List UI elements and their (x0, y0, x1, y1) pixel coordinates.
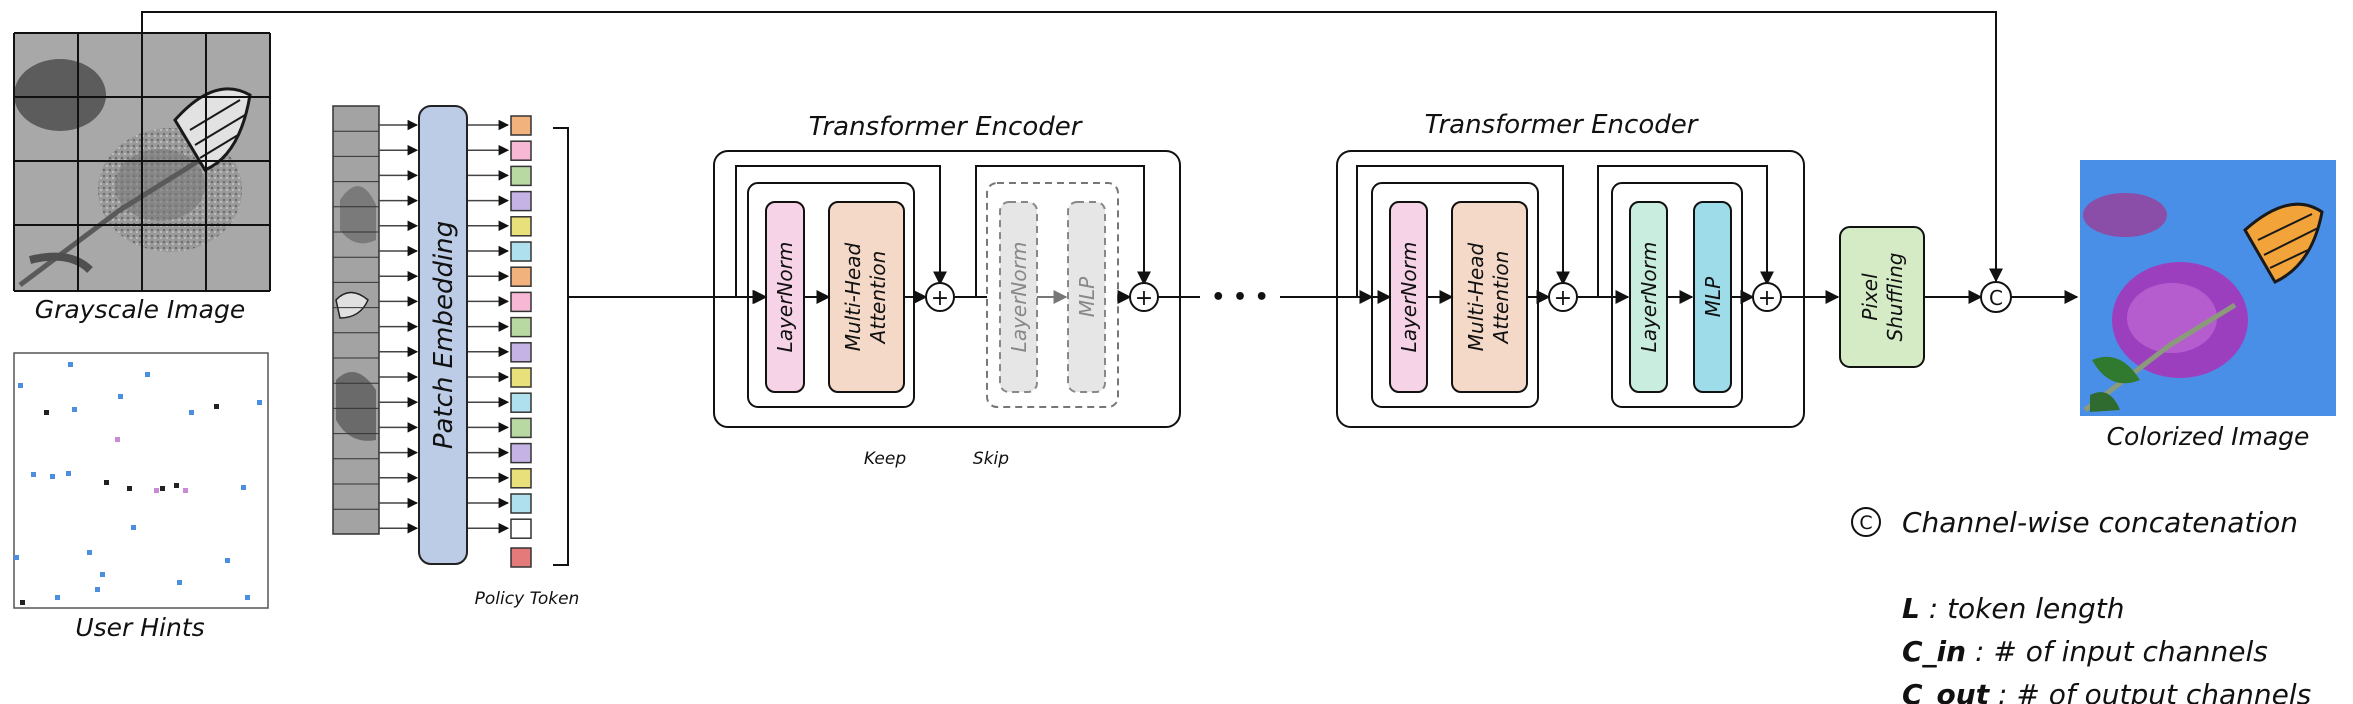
token (510, 468, 532, 489)
token (510, 115, 532, 136)
encoder-1-residual-1 (735, 165, 947, 297)
token (510, 417, 532, 439)
encoder-1-ln2-label: LayerNorm (1007, 242, 1031, 353)
encoder-1-title: Transformer Encoder (809, 112, 1084, 142)
user-hints-image (13, 352, 269, 609)
encoder-1-mha-label-1: Multi-Head (841, 243, 865, 352)
token (510, 367, 532, 388)
encoder-2-mlp-label: MLP (1701, 276, 1725, 317)
patch-embedding-label: Patch Embedding (429, 221, 459, 449)
grayscale-skip-connection (141, 11, 2003, 283)
token (510, 291, 532, 313)
token (510, 518, 532, 539)
token (510, 190, 532, 212)
encoder-1-layernorm-skipped (999, 201, 1038, 393)
encoder-2-residual-1 (1356, 165, 1570, 297)
token-bracket (553, 127, 569, 566)
token (510, 442, 532, 464)
pixel-shuffle-label-2: Shuffling (1883, 253, 1907, 342)
encoder-2-mha-label-2: Attention (1489, 251, 1513, 346)
encoder-2-title: Transformer Encoder (1425, 110, 1700, 140)
encoder-2-add-2-symbol: + (1758, 286, 1776, 311)
pixel-shuffle-block (1839, 226, 1925, 368)
keep-label: Keep (864, 449, 906, 469)
token (510, 392, 532, 413)
legend-item: C_in : # of input channels (1902, 635, 2268, 668)
concat-symbol-letter: C (1989, 286, 2003, 310)
encoder-1-residual-2 (975, 165, 1151, 297)
token (510, 342, 532, 363)
legend-item-desc: : token length (1920, 592, 2125, 625)
token (510, 241, 532, 262)
legend-item: L : token length (1902, 592, 2125, 625)
token (510, 140, 532, 161)
legend-item: C_out : # of output channels (1902, 678, 2311, 704)
encoder-1-outer (713, 150, 1181, 428)
legend-item-key: C_in (1902, 635, 1966, 668)
token-column (510, 115, 532, 568)
legend-concat-text: Channel-wise concatenation (1902, 506, 2298, 539)
encoder-1-add-2-symbol: + (1135, 286, 1153, 311)
skip-label: Skip (973, 449, 1009, 469)
token (510, 316, 532, 338)
encoder-2-residual-2 (1597, 165, 1774, 297)
encoder-1-add-1-symbol: + (931, 286, 949, 311)
policy-token (510, 547, 532, 568)
encoder-2-add-1-symbol: + (1554, 286, 1572, 311)
legend-item-desc: : # of input channels (1966, 635, 2268, 668)
patch-embedding-block (418, 105, 468, 565)
user-hints-label: User Hints (75, 613, 204, 642)
colorized-image-label: Colorized Image (2107, 422, 2310, 451)
legend-item-desc: : # of output channels (1989, 678, 2311, 704)
token (510, 493, 532, 514)
grayscale-image (13, 32, 271, 292)
encoder-1-mlp-skipped (1067, 201, 1106, 393)
colorized-image (2080, 160, 2336, 416)
encoder-2-mha-label-1: Multi-Head (1464, 243, 1488, 352)
encoder-1-mlp-label: MLP (1075, 276, 1099, 317)
legend-item-key: C_out (1902, 678, 1991, 704)
legend-concat-icon-letter: C (1859, 512, 1872, 534)
legend-concat-icon (1851, 507, 1881, 537)
policy-token-label: Policy Token (475, 589, 580, 609)
token (510, 266, 532, 287)
encoder-1-mha-label-2: Attention (866, 251, 890, 346)
encoder-1-layernorm-label: LayerNorm (773, 242, 797, 353)
patch-input-arrows (379, 119, 510, 534)
encoder-2-outer (1336, 150, 1805, 428)
encoder-2-ln2-label: LayerNorm (1637, 242, 1661, 353)
patch-strip (332, 105, 380, 535)
legend-item-key: L (1902, 592, 1920, 625)
grayscale-image-label: Grayscale Image (35, 295, 245, 324)
pixel-shuffle-label-1: Pixel (1858, 273, 1882, 321)
encoder-2-layernorm-label: LayerNorm (1397, 242, 1421, 353)
ellipsis: • • • (1211, 285, 1269, 310)
token (510, 216, 532, 237)
token (510, 165, 532, 187)
